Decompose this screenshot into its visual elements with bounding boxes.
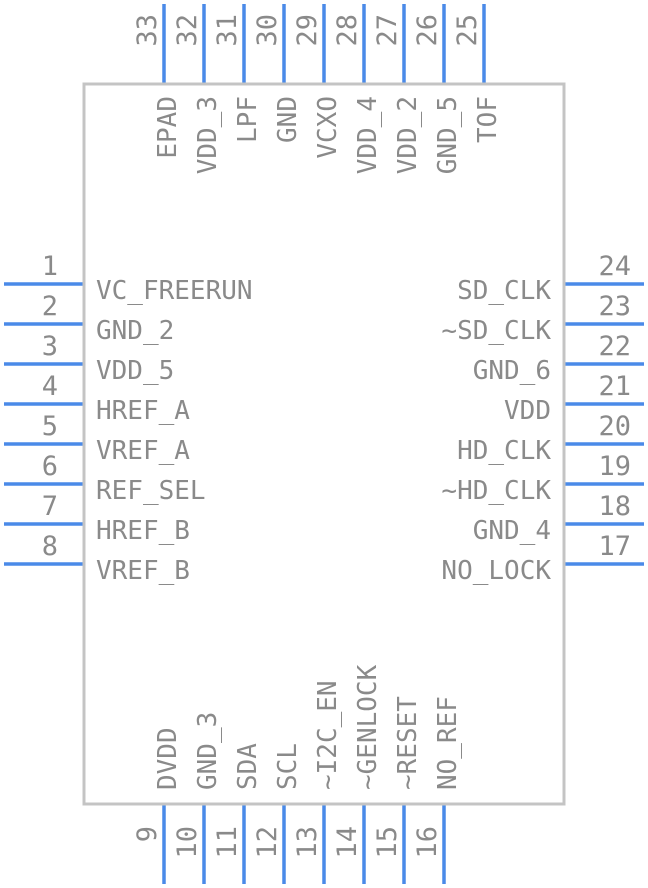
pin-12-name: SCL bbox=[273, 743, 303, 790]
pin-1-name: VC_FREERUN bbox=[96, 276, 253, 306]
pin-18-number: 18 bbox=[598, 491, 631, 522]
pin-30-name: GND bbox=[273, 96, 303, 143]
pin-11-number: 11 bbox=[212, 826, 243, 859]
pin-20-number: 20 bbox=[598, 411, 631, 442]
pin-14-name: ~GENLOCK bbox=[353, 664, 383, 790]
pin-21-number: 21 bbox=[598, 371, 631, 402]
pin-27-name: VDD_2 bbox=[393, 96, 423, 174]
pin-33-number: 33 bbox=[132, 14, 163, 47]
pin-22-number: 22 bbox=[598, 331, 631, 362]
pin-23-number: 23 bbox=[598, 291, 631, 322]
pin-26-number: 26 bbox=[412, 14, 443, 47]
pin-24-name: SD_CLK bbox=[457, 276, 551, 306]
pin-27-number: 27 bbox=[372, 14, 403, 47]
pin-3-number: 3 bbox=[42, 331, 58, 362]
pin-28-number: 28 bbox=[332, 14, 363, 47]
pin-9-name: DVDD bbox=[153, 727, 183, 790]
pin-29-name: VCXO bbox=[313, 96, 343, 159]
pin-24-number: 24 bbox=[598, 251, 631, 282]
pin-18-name: GND_4 bbox=[473, 516, 551, 546]
pin-17-name: NO_LOCK bbox=[441, 556, 551, 586]
pin-25-number: 25 bbox=[452, 14, 483, 47]
pin-32-name: VDD_3 bbox=[193, 96, 223, 174]
pin-9-number: 9 bbox=[132, 826, 163, 842]
pin-8-number: 8 bbox=[42, 531, 58, 562]
pin-16-name: NO_REF bbox=[433, 696, 463, 790]
pin-28-name: VDD_4 bbox=[353, 96, 383, 174]
pin-6-number: 6 bbox=[42, 451, 58, 482]
pin-2-number: 2 bbox=[42, 291, 58, 322]
pin-25-name: TOF bbox=[473, 96, 503, 143]
pin-19-name: ~HD_CLK bbox=[441, 476, 551, 506]
pin-31-name: LPF bbox=[233, 96, 263, 143]
pin-10-number: 10 bbox=[172, 826, 203, 859]
pin-15-name: ~RESET bbox=[393, 696, 423, 790]
pin-20-name: HD_CLK bbox=[457, 436, 551, 466]
pin-16-number: 16 bbox=[412, 826, 443, 859]
pin-11-name: SDA bbox=[233, 743, 263, 790]
pin-12-number: 12 bbox=[252, 826, 283, 859]
pin-4-name: HREF_A bbox=[96, 396, 190, 426]
pin-14-number: 14 bbox=[332, 826, 363, 859]
pin-7-name: HREF_B bbox=[96, 516, 190, 546]
pin-5-name: VREF_A bbox=[96, 436, 190, 466]
pin-13-name: ~I2C_EN bbox=[313, 680, 343, 790]
pin-33-name: EPAD bbox=[153, 96, 183, 159]
pin-8-name: VREF_B bbox=[96, 556, 190, 586]
pin-23-name: ~SD_CLK bbox=[441, 316, 551, 346]
pin-21-name: VDD bbox=[504, 396, 551, 426]
pin-29-number: 29 bbox=[292, 14, 323, 47]
pin-26-name: GND_5 bbox=[433, 96, 463, 174]
pin-6-name: REF_SEL bbox=[96, 476, 206, 506]
pin-5-number: 5 bbox=[42, 411, 58, 442]
pin-10-name: GND_3 bbox=[193, 712, 223, 790]
pin-30-number: 30 bbox=[252, 14, 283, 47]
pin-4-number: 4 bbox=[42, 371, 58, 402]
pin-32-number: 32 bbox=[172, 14, 203, 47]
pin-2-name: GND_2 bbox=[96, 316, 174, 346]
pin-19-number: 19 bbox=[598, 451, 631, 482]
pin-17-number: 17 bbox=[598, 531, 631, 562]
pin-1-number: 1 bbox=[42, 251, 58, 282]
ic-body bbox=[82, 82, 566, 806]
pin-22-name: GND_6 bbox=[473, 356, 551, 386]
pin-13-number: 13 bbox=[292, 826, 323, 859]
pin-15-number: 15 bbox=[372, 826, 403, 859]
pin-lines bbox=[4, 4, 644, 884]
pin-31-number: 31 bbox=[212, 14, 243, 47]
pin-3-name: VDD_5 bbox=[96, 356, 174, 386]
pin-7-number: 7 bbox=[42, 491, 58, 522]
